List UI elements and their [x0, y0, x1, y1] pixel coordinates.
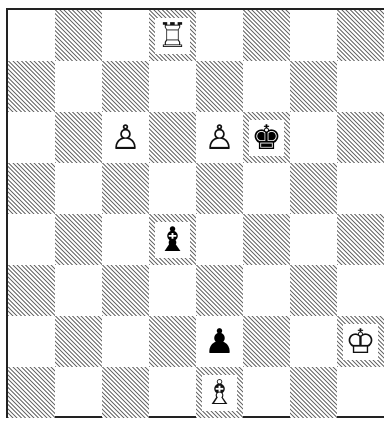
square-h1[interactable]: [337, 367, 384, 418]
square-h3[interactable]: [337, 265, 384, 316]
square-c5[interactable]: [102, 163, 149, 214]
square-a1[interactable]: [8, 367, 55, 418]
square-b8[interactable]: [55, 10, 102, 61]
square-g2[interactable]: [290, 316, 337, 367]
square-a2[interactable]: [8, 316, 55, 367]
square-d1[interactable]: [149, 367, 196, 418]
square-d2[interactable]: [149, 316, 196, 367]
square-b5[interactable]: [55, 163, 102, 214]
square-f8[interactable]: [243, 10, 290, 61]
square-a6[interactable]: [8, 112, 55, 163]
square-b1[interactable]: [55, 367, 102, 418]
square-d4[interactable]: ♝: [149, 214, 196, 265]
square-a8[interactable]: [8, 10, 55, 61]
square-e2[interactable]: ♟: [196, 316, 243, 367]
square-c2[interactable]: [102, 316, 149, 367]
square-c8[interactable]: [102, 10, 149, 61]
white-bishop[interactable]: ♗: [202, 375, 236, 411]
square-a3[interactable]: [8, 265, 55, 316]
square-e1[interactable]: ♗: [196, 367, 243, 418]
square-e6[interactable]: ♙: [196, 112, 243, 163]
square-a7[interactable]: [8, 61, 55, 112]
square-a5[interactable]: [8, 163, 55, 214]
square-g4[interactable]: [290, 214, 337, 265]
chess-board: ♖ ♙ ♙ ♚ ♝ ♟ ♔ ♗: [6, 8, 384, 418]
square-g8[interactable]: [290, 10, 337, 61]
square-g6[interactable]: [290, 112, 337, 163]
square-h2[interactable]: ♔: [337, 316, 384, 367]
square-a4[interactable]: [8, 214, 55, 265]
square-c7[interactable]: [102, 61, 149, 112]
white-pawn[interactable]: ♙: [108, 120, 142, 156]
square-d3[interactable]: [149, 265, 196, 316]
square-c1[interactable]: [102, 367, 149, 418]
square-f4[interactable]: [243, 214, 290, 265]
square-b3[interactable]: [55, 265, 102, 316]
square-c3[interactable]: [102, 265, 149, 316]
square-g1[interactable]: [290, 367, 337, 418]
square-b6[interactable]: [55, 112, 102, 163]
square-e3[interactable]: [196, 265, 243, 316]
square-e8[interactable]: [196, 10, 243, 61]
square-c6[interactable]: ♙: [102, 112, 149, 163]
square-h5[interactable]: [337, 163, 384, 214]
black-bishop[interactable]: ♝: [155, 222, 189, 258]
black-pawn[interactable]: ♟: [202, 324, 236, 360]
square-b2[interactable]: [55, 316, 102, 367]
white-rook[interactable]: ♖: [155, 18, 189, 54]
square-c4[interactable]: [102, 214, 149, 265]
square-h8[interactable]: [337, 10, 384, 61]
square-f1[interactable]: [243, 367, 290, 418]
square-g7[interactable]: [290, 61, 337, 112]
black-king[interactable]: ♚: [249, 120, 283, 156]
square-g5[interactable]: [290, 163, 337, 214]
square-b4[interactable]: [55, 214, 102, 265]
square-h6[interactable]: [337, 112, 384, 163]
square-b7[interactable]: [55, 61, 102, 112]
square-f6[interactable]: ♚: [243, 112, 290, 163]
square-h4[interactable]: [337, 214, 384, 265]
white-king[interactable]: ♔: [343, 324, 377, 360]
square-e5[interactable]: [196, 163, 243, 214]
square-f5[interactable]: [243, 163, 290, 214]
square-d6[interactable]: [149, 112, 196, 163]
square-e7[interactable]: [196, 61, 243, 112]
square-g3[interactable]: [290, 265, 337, 316]
square-f2[interactable]: [243, 316, 290, 367]
square-d7[interactable]: [149, 61, 196, 112]
square-e4[interactable]: [196, 214, 243, 265]
white-pawn[interactable]: ♙: [202, 120, 236, 156]
square-d5[interactable]: [149, 163, 196, 214]
square-d8[interactable]: ♖: [149, 10, 196, 61]
square-f7[interactable]: [243, 61, 290, 112]
square-f3[interactable]: [243, 265, 290, 316]
square-h7[interactable]: [337, 61, 384, 112]
